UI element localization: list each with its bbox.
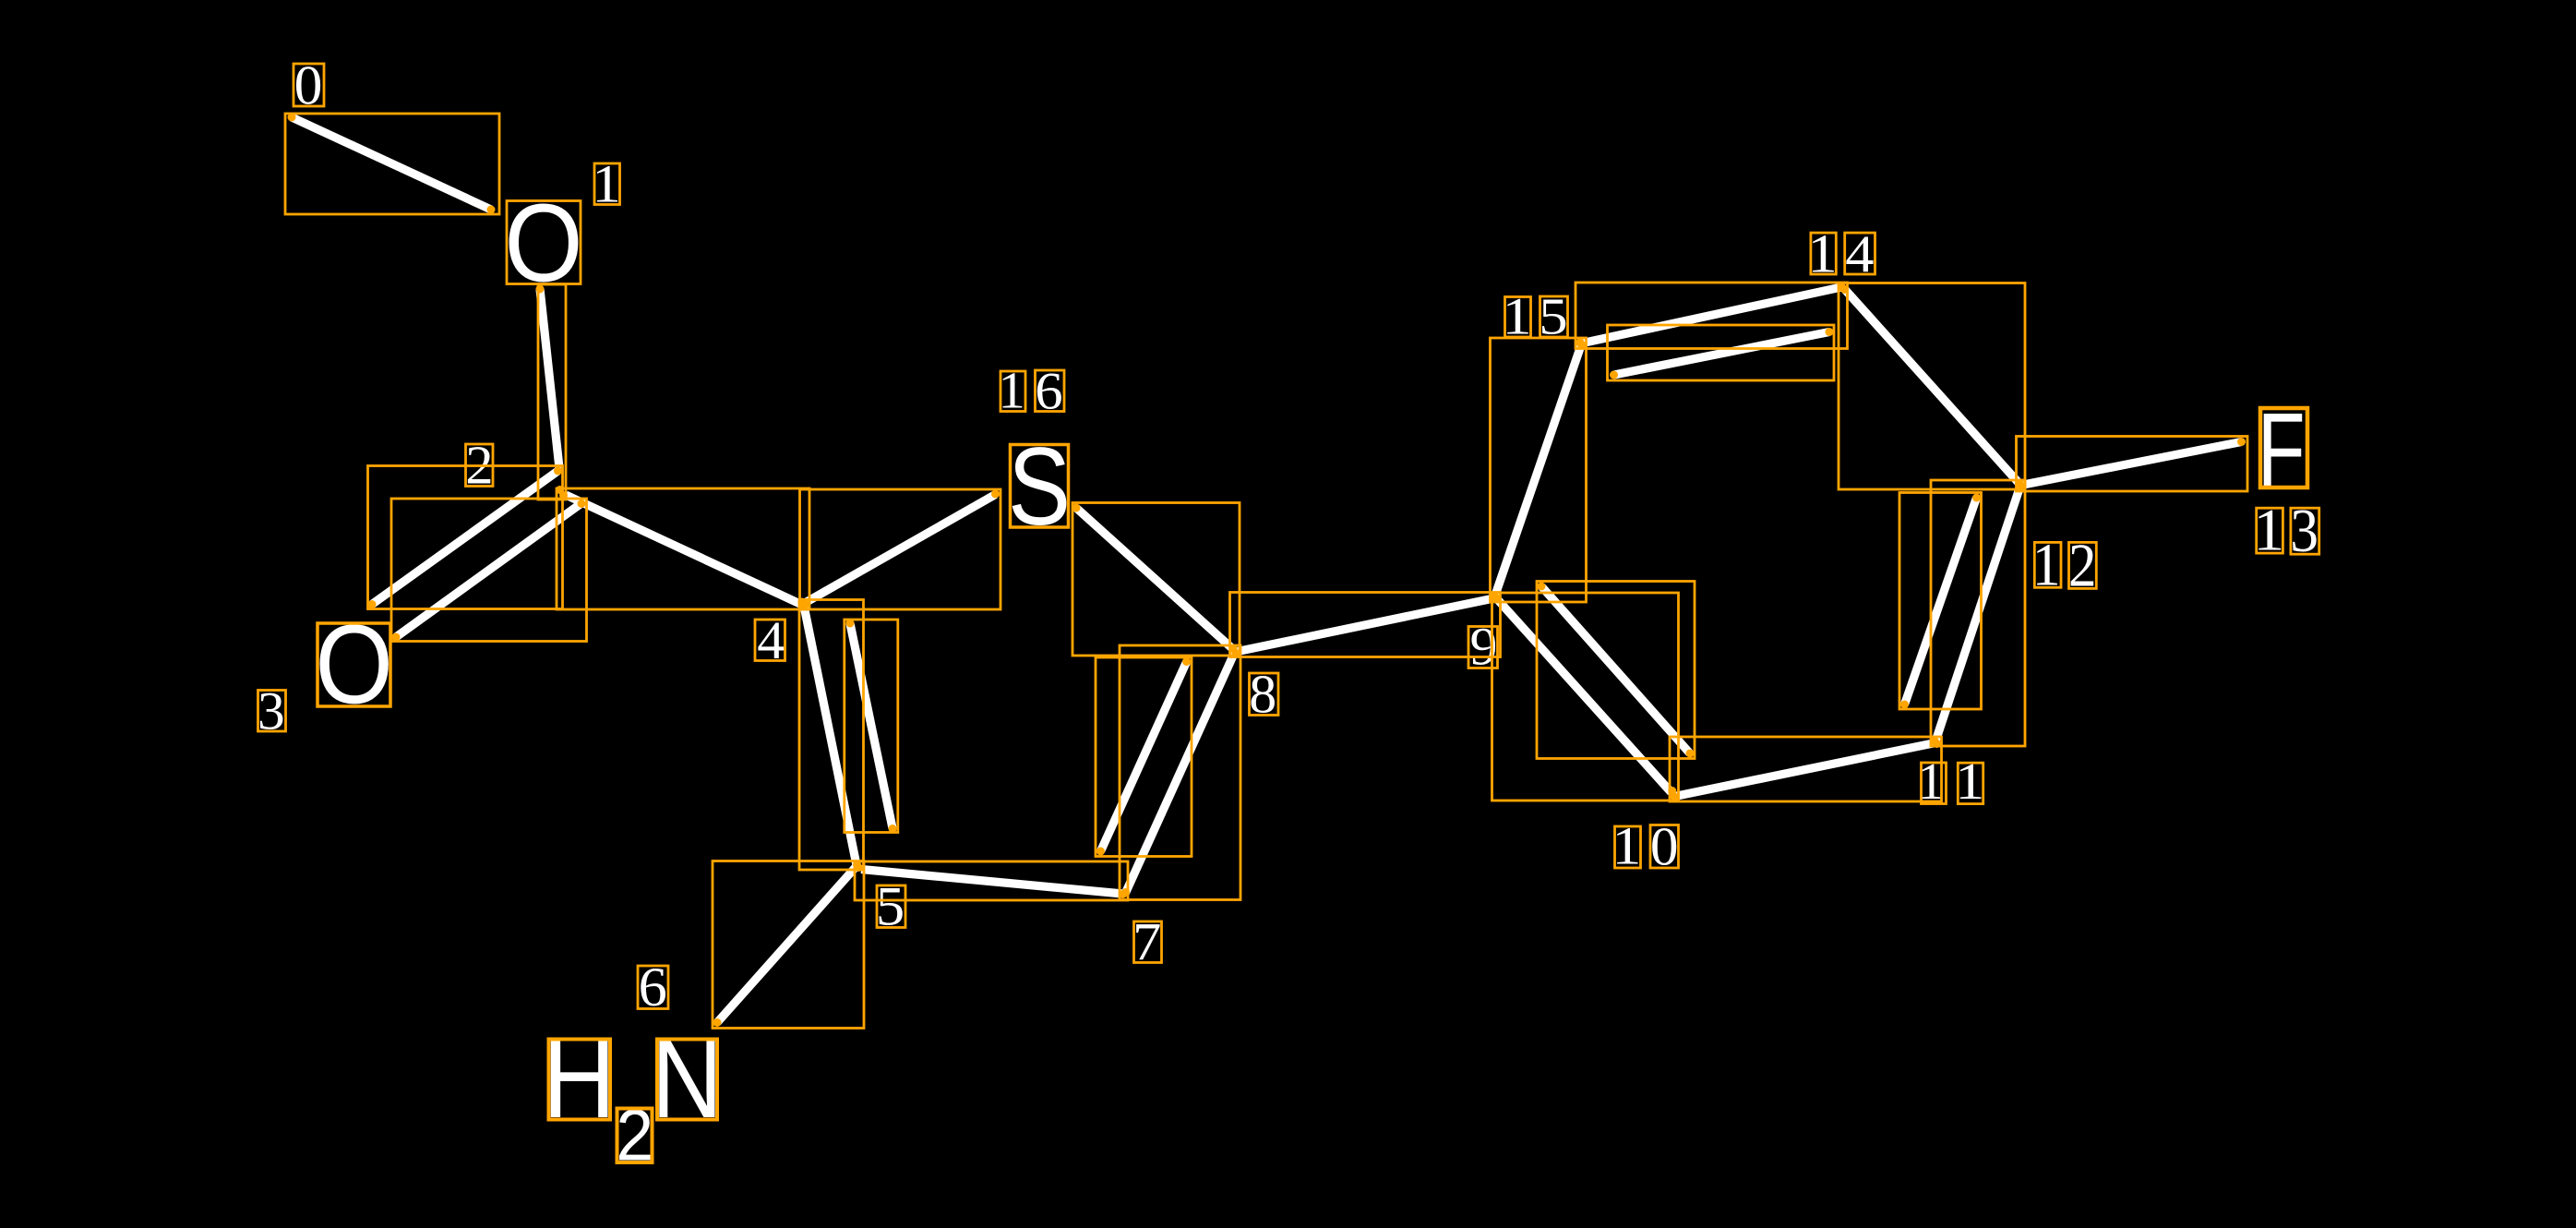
svg-text:6: 6 [1035, 361, 1062, 420]
svg-text:1: 1 [2253, 498, 2284, 563]
svg-text:2: 2 [2068, 531, 2097, 599]
svg-text:0: 0 [1650, 816, 1679, 877]
svg-text:1: 1 [592, 155, 620, 214]
svg-text:3: 3 [2290, 497, 2318, 565]
svg-text:3: 3 [258, 681, 285, 740]
svg-text:5: 5 [876, 876, 905, 938]
svg-text:1: 1 [1955, 753, 1984, 811]
svg-text:4: 4 [1845, 224, 1874, 283]
svg-text:1: 1 [1612, 817, 1642, 876]
svg-text:9: 9 [1469, 616, 1497, 676]
svg-text:1: 1 [999, 363, 1025, 419]
svg-text:1: 1 [1807, 224, 1837, 284]
svg-text:0: 0 [294, 55, 323, 116]
svg-text:1: 1 [1503, 288, 1532, 346]
svg-text:5: 5 [1539, 287, 1567, 344]
svg-text:O: O [315, 603, 393, 728]
svg-text:H: H [543, 1015, 617, 1142]
svg-text:S: S [1008, 424, 1071, 548]
svg-text:7: 7 [1132, 913, 1161, 972]
svg-text:8: 8 [1249, 664, 1276, 724]
svg-text:N: N [651, 1017, 723, 1142]
svg-text:4: 4 [757, 611, 785, 670]
svg-text:1: 1 [2032, 531, 2061, 598]
svg-text:6: 6 [639, 957, 667, 1018]
